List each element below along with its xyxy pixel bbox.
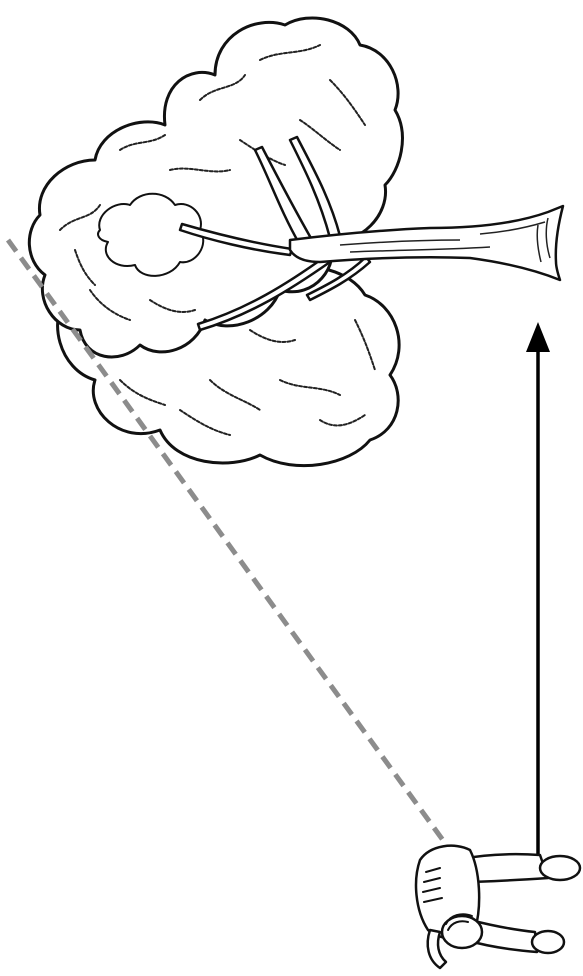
person-icon: [416, 846, 580, 968]
height-arrow-head: [526, 322, 550, 352]
observer-shoe-lower: [532, 931, 564, 953]
observer-shoe-upper: [540, 856, 580, 880]
height-arrow: [526, 322, 550, 860]
tree-icon: [29, 18, 563, 466]
